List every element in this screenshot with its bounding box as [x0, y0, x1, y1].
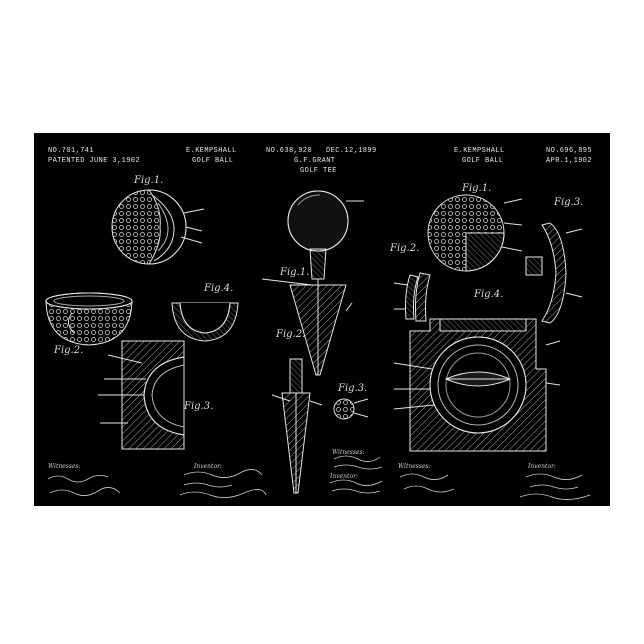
signature-scribbles: [34, 133, 610, 506]
patent-poster: NO.701,741 PATENTED JUNE 3,1902 E.KEMPSH…: [34, 133, 610, 506]
